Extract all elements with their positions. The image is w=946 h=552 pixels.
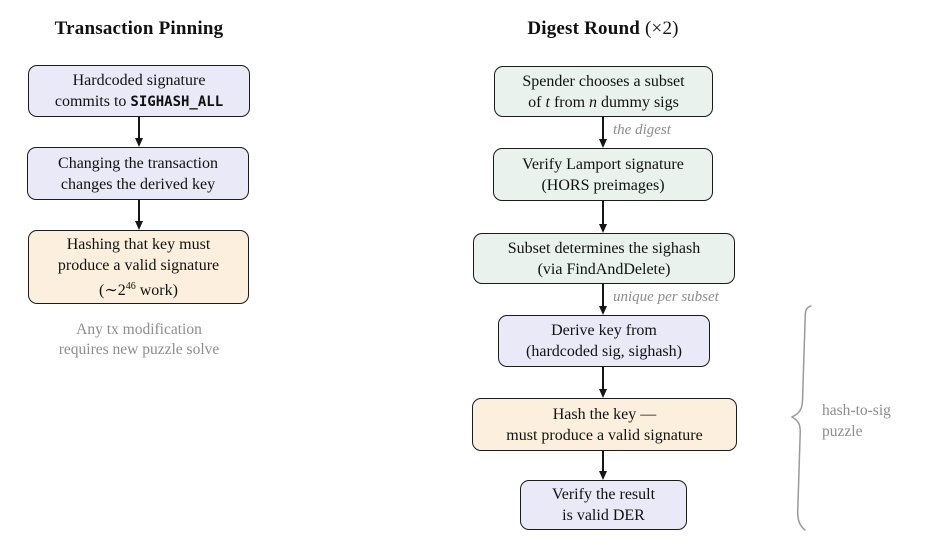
node-text-line: changes the derived key [28,174,248,195]
text-segment: Verify Lamport signature [522,155,684,173]
text-segment: Hashing that key must [66,235,211,253]
node-text-line: (∼246 work) [29,276,248,301]
text-segment: (hardcoded sig, sighash) [526,343,682,360]
flow-arrow [602,284,604,307]
node-text-line: commits to SIGHASH_ALL [29,91,249,113]
flow-arrow [138,117,140,139]
node-spender-chooses-subset: Spender chooses a subset of t from n dum… [494,66,713,117]
node-text-line: Spender chooses a subset [495,71,712,92]
text-segment: dummy sigs [597,93,679,111]
node-text-line: (HORS preimages) [494,175,712,196]
text-segment: must produce a valid signature [506,426,703,444]
node-verify-lamport: Verify Lamport signature (HORS preimages… [493,148,713,201]
node-text-line: (via FindAndDelete) [474,259,734,280]
text-segment: (via FindAndDelete) [537,260,671,278]
node-text-line: of t from n dummy sigs [495,92,712,113]
node-text-line: Verify Lamport signature [494,154,712,175]
node-text-line: must produce a valid signature [473,425,736,446]
text-segment: SIGHASH_ALL [130,93,224,110]
node-text-line: Verify the result [521,484,686,505]
text-segment: changes the derived key [60,175,216,193]
node-hardcoded-signature: Hardcoded signature commits to SIGHASH_A… [28,65,250,117]
text-segment: Digest Round [527,18,645,39]
edge-label-unique-per-subset: unique per subset [613,289,719,305]
node-text-line: Subset determines the sighash [474,238,734,259]
grouping-brace [790,305,812,531]
text-segment: n [589,93,598,111]
note-line: Any tx modification [76,321,202,338]
text-segment: of [528,93,546,111]
node-text-line: produce a valid signature [29,255,248,276]
text-segment: t [545,93,550,111]
text-segment: Verify the result [551,486,656,503]
node-text-line: (hardcoded sig, sighash) [499,341,709,362]
brace-label-line: hash-to-sig [822,402,891,419]
left-flow-title: Transaction Pinning [0,18,278,40]
node-text-line: Changing the transaction [28,153,248,174]
text-segment: 46 [125,280,136,292]
text-segment: (×2) [645,18,679,39]
left-flow-note: Any tx modification requires new puzzle … [0,320,278,359]
node-text-line: Derive key from [499,320,709,341]
text-segment: Transaction Pinning [54,18,224,39]
node-text-line: Hashing that key must [29,234,248,255]
flow-arrow [602,367,604,390]
text-segment: work) [135,281,178,299]
brace-label-line: puzzle [822,423,863,440]
flow-arrow [602,117,604,140]
text-segment: produce a valid signature [57,256,220,274]
node-text-line: Hardcoded signature [29,70,249,91]
node-derive-key: Derive key from (hardcoded sig, sighash) [498,315,710,367]
text-segment: Hash the key — [552,405,657,423]
node-verify-der: Verify the result is valid DER [520,480,687,530]
text-segment: from [549,93,590,111]
flow-arrow [602,451,604,472]
node-hash-the-key: Hash the key — must produce a valid sign… [472,398,737,451]
text-segment: is valid DER [562,507,645,524]
node-text-line: Hash the key — [473,404,736,425]
edge-label-the-digest: the digest [613,122,671,138]
flow-arrow [602,201,604,225]
node-hashing-key: Hashing that key must produce a valid si… [28,230,249,304]
text-segment: (∼2 [99,281,126,299]
flow-arrow [138,200,140,222]
text-segment: Subset determines the sighash [507,239,701,257]
right-flow-title: Digest Round (×2) [462,18,744,40]
text-segment: Derive key from [551,322,657,339]
text-segment: Hardcoded signature [72,71,206,89]
text-segment: commits to [54,92,131,110]
node-subset-determines-sighash: Subset determines the sighash (via FindA… [473,233,735,284]
text-segment: (HORS preimages) [541,176,665,194]
text-segment: Spender chooses a subset [522,72,685,90]
brace-label: hash-to-sig puzzle [822,400,891,442]
text-segment: Changing the transaction [58,154,218,172]
note-line: requires new puzzle solve [58,340,220,358]
node-changing-transaction: Changing the transaction changes the der… [27,147,249,200]
node-text-line: is valid DER [521,505,686,526]
